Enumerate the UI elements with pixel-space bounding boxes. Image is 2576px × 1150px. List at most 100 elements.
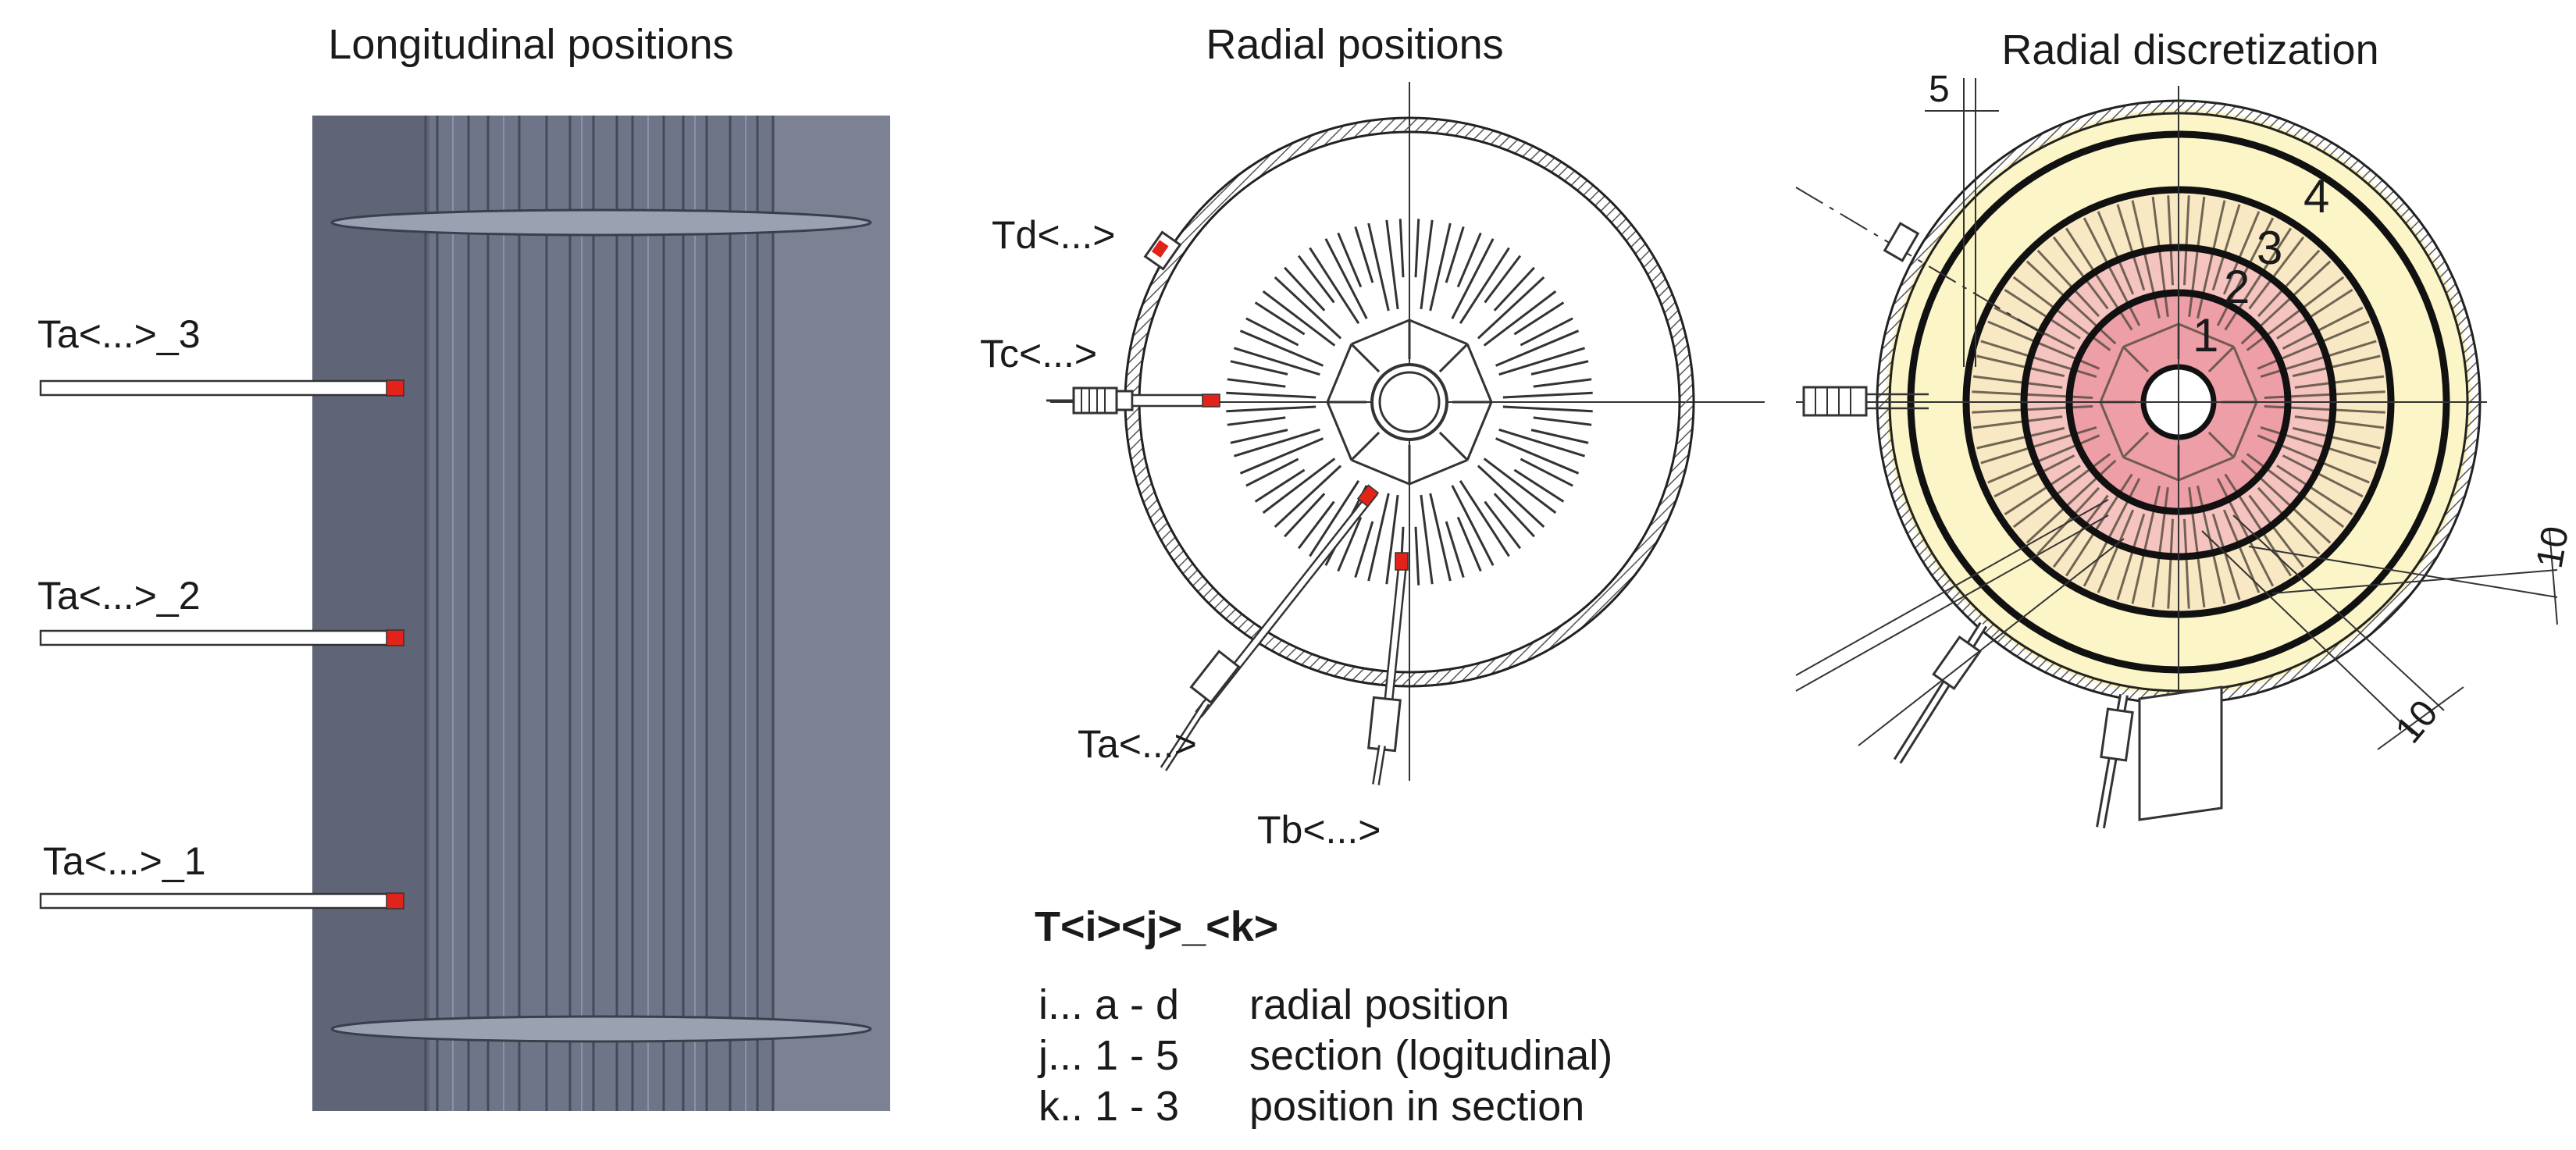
fin-line bbox=[1284, 493, 1326, 538]
fin-line bbox=[1459, 247, 1510, 325]
fin-line bbox=[2116, 204, 2146, 291]
fin-line bbox=[1326, 344, 1353, 403]
fin-line bbox=[1226, 391, 1317, 399]
fin-line bbox=[1385, 219, 1399, 310]
fin-line bbox=[1445, 521, 1465, 579]
sensor-label-tc: Tc<...> bbox=[980, 332, 1097, 376]
fin-line bbox=[2294, 375, 2385, 389]
discretization-title: Radial discretization bbox=[2001, 27, 2378, 73]
top-baffle bbox=[330, 208, 872, 237]
fin-line bbox=[1233, 428, 1320, 458]
fin-line bbox=[1245, 317, 1299, 347]
fin-line bbox=[1520, 317, 1573, 347]
fin-line bbox=[1367, 223, 1390, 312]
fin-line bbox=[1993, 454, 2075, 498]
fin-line bbox=[1520, 458, 1573, 487]
discretization-sensor-bottom bbox=[2096, 693, 2134, 829]
fin-line bbox=[1367, 493, 1390, 582]
fin-line bbox=[1466, 401, 1493, 461]
fin-line bbox=[1414, 219, 1420, 278]
fin-line bbox=[1493, 493, 1535, 538]
fin-line bbox=[2167, 195, 2175, 286]
zone-label-2: 2 bbox=[2224, 261, 2250, 313]
sensor-label-ta: Ta<...> bbox=[1078, 722, 1197, 766]
fin-line bbox=[1533, 378, 1592, 388]
fin-line bbox=[1483, 290, 1557, 347]
fin-line bbox=[1351, 319, 1410, 346]
fin-line bbox=[2292, 354, 2381, 378]
sensor-ta bbox=[1160, 484, 1380, 771]
fin-line bbox=[1245, 458, 1299, 487]
fin-line bbox=[1262, 458, 1336, 514]
fin-line bbox=[1409, 458, 1468, 486]
fin-line bbox=[1484, 500, 1522, 550]
dim-label-bottom: 10 bbox=[2388, 692, 2446, 751]
fin-line bbox=[1976, 426, 2065, 450]
bottom-baffle bbox=[330, 1015, 872, 1043]
legend-heading: T<i><j>_<k> bbox=[1035, 903, 1278, 950]
fin-line bbox=[2097, 509, 2135, 593]
fin-line bbox=[1274, 465, 1342, 528]
fin-line bbox=[1274, 276, 1342, 340]
fin-line bbox=[1297, 500, 1335, 550]
fin-line bbox=[1429, 223, 1452, 312]
fin-line bbox=[2099, 401, 2125, 458]
fin-line bbox=[2122, 322, 2179, 348]
fin-line bbox=[1350, 343, 1381, 373]
fin-line bbox=[1414, 526, 1420, 586]
fin-line bbox=[2292, 426, 2381, 450]
fin-line bbox=[1466, 344, 1493, 403]
fin-line bbox=[1484, 255, 1522, 304]
radial-title: Radial positions bbox=[1206, 21, 1503, 68]
fin-line bbox=[1513, 301, 1565, 336]
fin-line bbox=[1502, 391, 1593, 399]
outlet-pipe bbox=[2138, 685, 2223, 821]
fin-line bbox=[1233, 347, 1320, 376]
fin-line bbox=[2211, 204, 2241, 291]
fin-line bbox=[1262, 290, 1336, 347]
fin-line bbox=[2282, 454, 2364, 498]
central-tube bbox=[1370, 363, 1448, 441]
fin-line bbox=[1438, 343, 1469, 373]
fin-line bbox=[1254, 301, 1306, 336]
fin-line bbox=[1409, 319, 1468, 346]
fin-line bbox=[1530, 360, 1589, 376]
fin-line bbox=[2097, 211, 2135, 295]
sensor-label-2: Ta<...>_2 bbox=[37, 574, 201, 618]
fin-line bbox=[2248, 494, 2305, 568]
fin-line bbox=[2036, 486, 2100, 555]
sensor-tc bbox=[1046, 386, 1220, 415]
fin-line bbox=[1493, 266, 1535, 312]
discretization-sensor-left bbox=[1802, 386, 1929, 417]
fin-line bbox=[1456, 232, 1482, 288]
fin-line bbox=[1337, 232, 1363, 288]
fin-line bbox=[2182, 195, 2190, 286]
fin-line bbox=[1230, 429, 1288, 444]
fin-line bbox=[1309, 479, 1360, 557]
radial-panel: Radial positions bbox=[980, 21, 1765, 852]
fin-line bbox=[2099, 346, 2125, 403]
fin-line bbox=[1483, 458, 1557, 514]
sensor-label-3: Ta<...>_3 bbox=[37, 312, 201, 356]
fin-line bbox=[1456, 516, 1482, 572]
fin-line bbox=[2207, 431, 2235, 458]
fin-line bbox=[1513, 468, 1565, 503]
fin-line bbox=[1350, 431, 1381, 461]
fin-line bbox=[2178, 456, 2235, 482]
fin-line bbox=[1351, 458, 1410, 486]
fin-line bbox=[2004, 465, 2081, 516]
fin-line bbox=[1354, 226, 1374, 283]
fin-line bbox=[2222, 211, 2261, 295]
fin-line bbox=[1498, 428, 1586, 458]
fin-line bbox=[1326, 401, 1353, 461]
fin-line bbox=[2257, 249, 2321, 318]
fin-line bbox=[1451, 485, 1495, 566]
legend-key-i: i... a - d bbox=[1039, 981, 1179, 1028]
sensor-label-tb: Tb<...> bbox=[1257, 808, 1381, 852]
fin-line bbox=[1297, 255, 1335, 304]
legend-desc-j: section (logitudinal) bbox=[1249, 1032, 1612, 1079]
fin-line bbox=[1385, 494, 1399, 585]
sensor-label-1: Ta<...>_1 bbox=[43, 839, 206, 883]
legend-key-k: k.. 1 - 3 bbox=[1039, 1083, 1179, 1130]
